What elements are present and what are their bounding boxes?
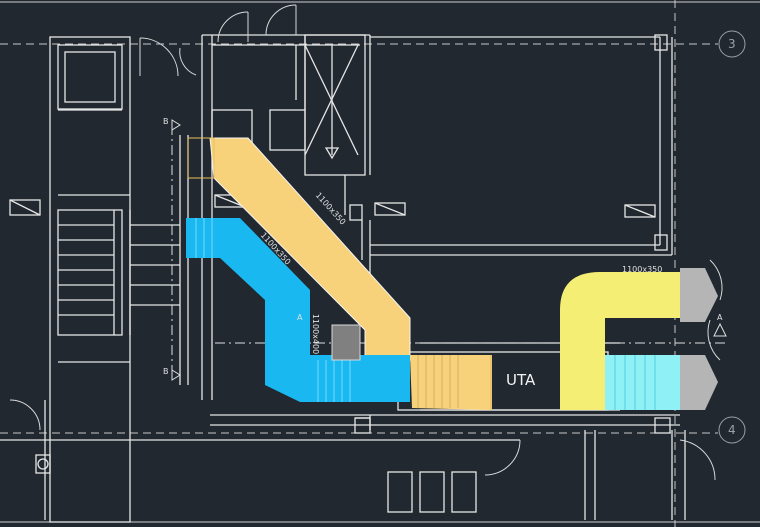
section-label-a1: A (297, 313, 303, 322)
yellow-duct (187, 137, 492, 410)
duct-size-right: 1100x350 (622, 265, 663, 274)
unit-label: UTA (506, 371, 536, 389)
section-label-a2: A (717, 313, 723, 322)
section-arrow-b1 (171, 119, 181, 131)
axis-bubble-3 (718, 30, 746, 58)
right-blue-duct (605, 355, 718, 410)
section-label-b1: B (163, 117, 169, 126)
door-arcs (9, 4, 723, 481)
axis-label-top: 3 (728, 37, 736, 51)
grille (331, 324, 361, 361)
walls (0, 34, 686, 523)
axis-bubble-4 (718, 416, 746, 444)
right-yellow-duct (560, 268, 718, 410)
axis-label-bottom: 4 (728, 423, 736, 437)
section-label-b2: B (163, 367, 169, 376)
section-arrow-b2 (171, 369, 181, 381)
duct-size-blue-vert: 1100x400 (311, 313, 321, 355)
section-arrow-a2 (713, 322, 727, 337)
